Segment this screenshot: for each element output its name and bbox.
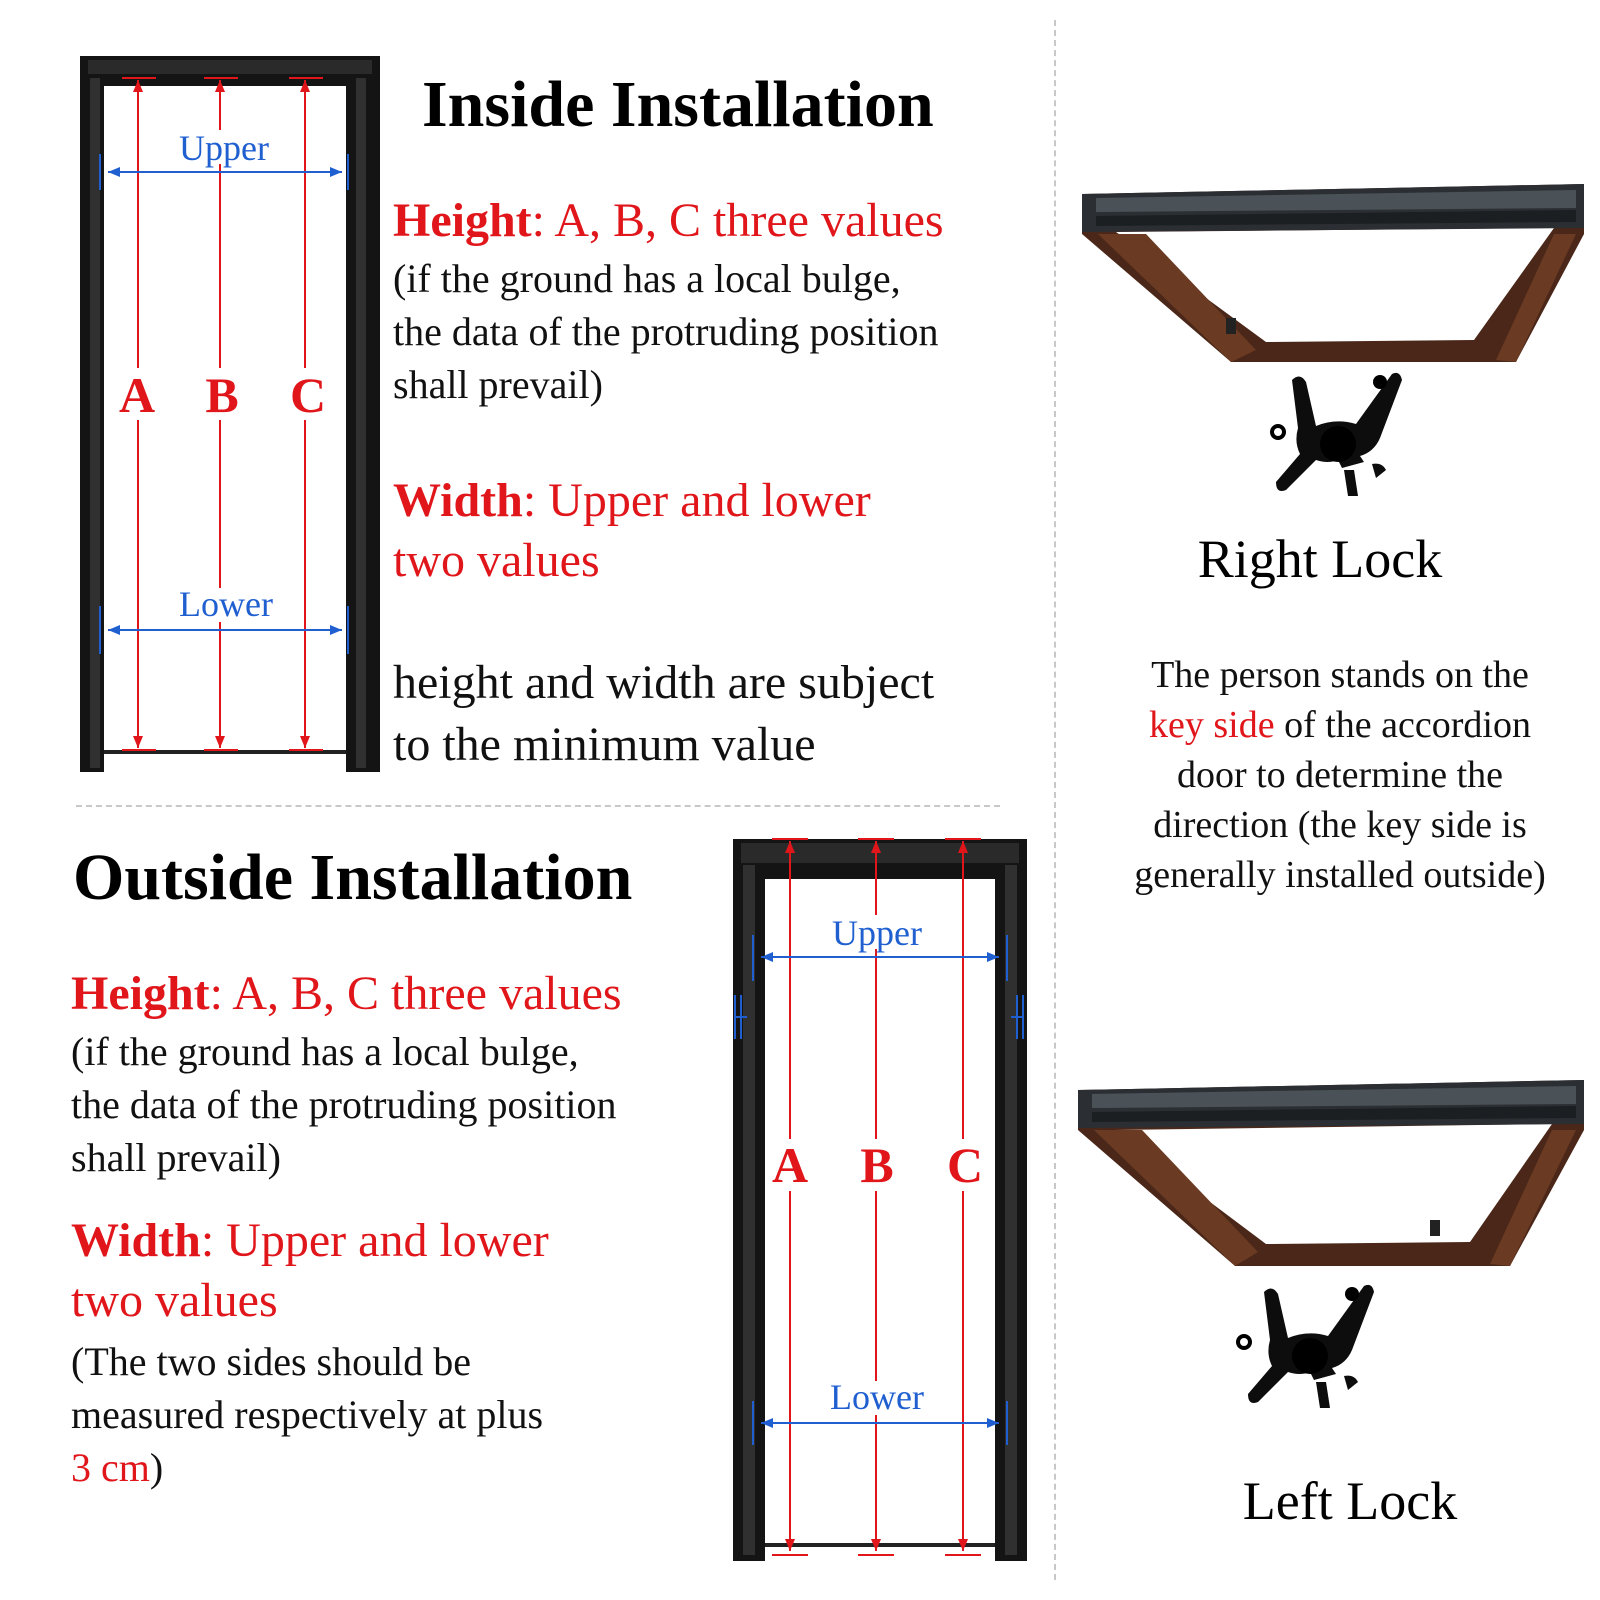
inside-width-line: Width: Upper and lower: [393, 472, 871, 530]
inside-height-label: Height: [393, 194, 532, 247]
inside-height-value: : A, B, C three values: [531, 194, 944, 247]
direction-note-line: generally installed outside): [1134, 854, 1546, 896]
vertical-divider: [1054, 20, 1056, 1580]
outside-height-line: Height: A, B, C three values: [71, 965, 622, 1023]
horizontal-divider: [76, 805, 1000, 807]
outside-height-label: Height: [71, 967, 210, 1020]
right-lock-door-frame-icon: [1082, 184, 1584, 362]
outside-width-value2: two values: [71, 1274, 278, 1327]
direction-note-line: door to determine the: [1176, 754, 1504, 796]
inside-width-value: : Upper and lower: [522, 474, 871, 527]
upper-label: Upper: [832, 913, 922, 953]
outside-door-frame-icon: Upper Lower A B C: [733, 838, 1027, 1561]
outside-height-note: (if the ground has a local bulge, the da…: [71, 1025, 616, 1184]
outside-installation-title: Outside Installation: [73, 841, 633, 914]
height-b-label: B: [860, 1137, 893, 1193]
inside-installation-title: Inside Installation: [422, 68, 934, 141]
lower-label: Lower: [830, 1377, 924, 1417]
outside-sides-note-line: measured respectively at plus: [71, 1392, 544, 1437]
key-side-highlight: key side: [1149, 704, 1275, 746]
direction-note-line: The person stands on the: [1151, 654, 1529, 696]
inside-minimum-note: height and width are subject to the mini…: [393, 652, 934, 776]
outside-sides-note-line: 3 cm): [71, 1441, 543, 1494]
left-lock-caption: Left Lock: [1242, 1471, 1458, 1531]
inside-height-note-line: (if the ground has a local bulge,: [393, 256, 901, 301]
outside-height-value: : A, B, C three values: [209, 967, 622, 1020]
direction-note: The person stands on the key side of the…: [1080, 650, 1600, 900]
right-lock-person-icon: [1270, 372, 1402, 496]
right-lock-caption: Right Lock: [1197, 529, 1443, 589]
height-c-label: C: [947, 1137, 983, 1193]
outside-height-note-line: shall prevail): [71, 1135, 281, 1180]
inside-height-line: Height: A, B, C three values: [393, 192, 944, 250]
inside-width-label: Width: [393, 474, 523, 527]
closing-paren: ): [149, 1445, 164, 1490]
outside-width-label: Width: [71, 1214, 201, 1267]
direction-note-rest: of the accordion: [1274, 704, 1531, 746]
lower-label: Lower: [179, 584, 273, 624]
inside-minimum-note-line: to the minimum value: [393, 718, 816, 771]
inside-door-frame-icon: Upper Lower A B C: [80, 56, 380, 772]
height-c-label: C: [290, 367, 326, 423]
upper-label: Upper: [179, 128, 269, 168]
inside-width-value2: two values: [393, 534, 600, 587]
outside-height-note-line: (if the ground has a local bulge,: [71, 1029, 579, 1074]
height-b-label: B: [205, 367, 238, 423]
plus-3cm-value: 3 cm: [71, 1445, 150, 1490]
inside-minimum-note-line: height and width are subject: [393, 656, 935, 709]
left-lock-person-icon: [1236, 1284, 1374, 1408]
outside-width-value: : Upper and lower: [200, 1214, 549, 1267]
direction-note-line: key side of the accordion: [1080, 700, 1600, 750]
direction-note-line: direction (the key side is: [1153, 804, 1527, 846]
left-lock-door-frame-icon: [1078, 1080, 1584, 1266]
outside-sides-note-line: (The two sides should be: [71, 1339, 471, 1384]
inside-height-note-line: shall prevail): [393, 362, 603, 407]
outside-height-note-line: the data of the protruding position: [71, 1082, 617, 1127]
inside-height-note-line: the data of the protruding position: [393, 309, 939, 354]
outside-width-line: Width: Upper and lower: [71, 1212, 549, 1270]
height-a-label: A: [772, 1137, 808, 1193]
height-a-label: A: [119, 367, 155, 423]
outside-sides-note: (The two sides should be measured respec…: [71, 1335, 543, 1494]
inside-height-note: (if the ground has a local bulge, the da…: [393, 252, 938, 411]
